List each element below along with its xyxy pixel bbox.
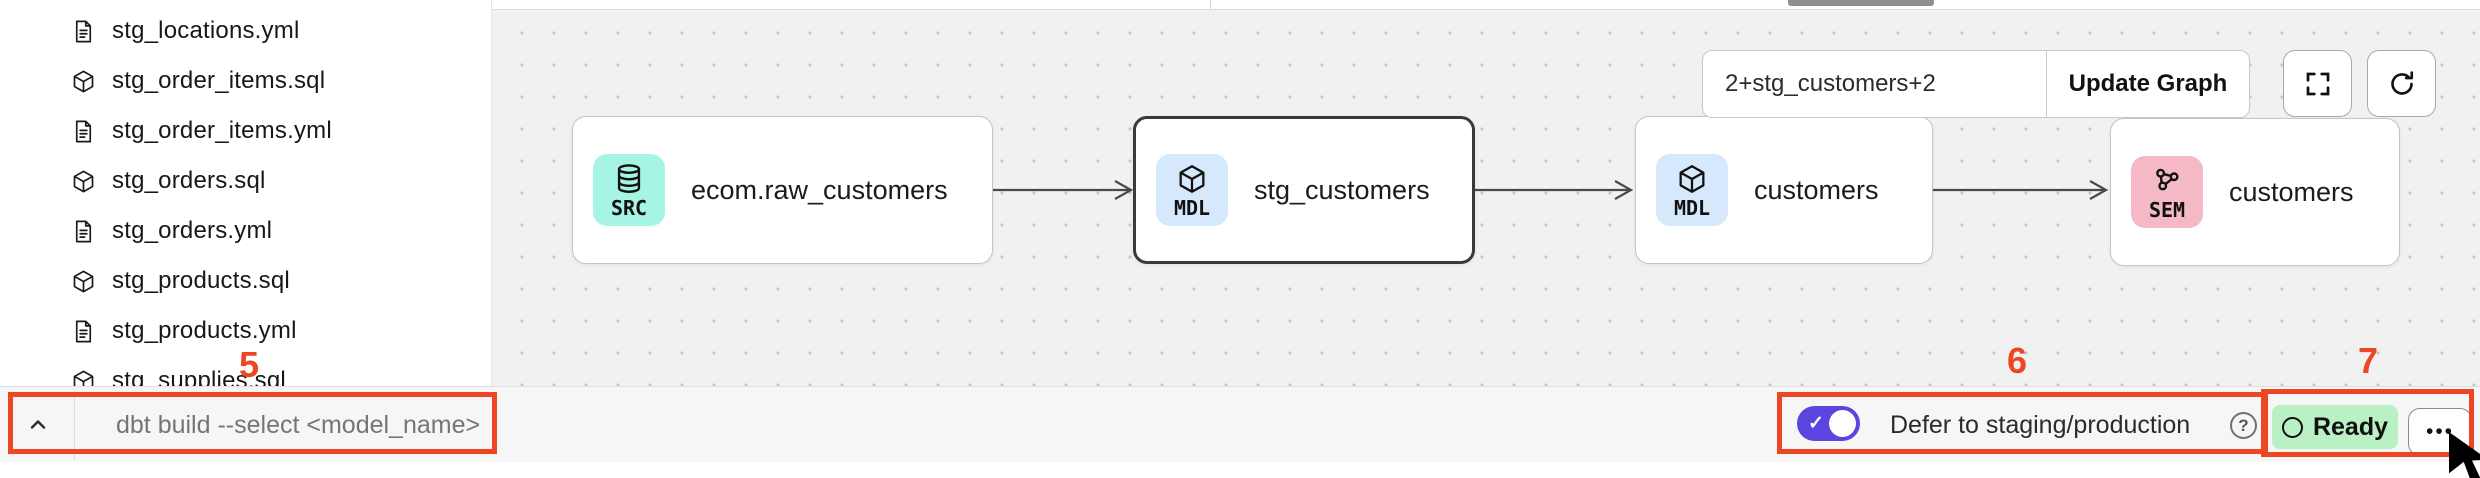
sidebar-item-stg-products-yml[interactable]: stg_products.yml: [0, 306, 491, 356]
arrowhead-icon: [1114, 180, 1134, 200]
sidebar-item-stg-locations-yml[interactable]: stg_locations.yml: [0, 6, 491, 56]
model-badge: MDL: [1656, 154, 1728, 226]
database-icon: [617, 163, 641, 193]
badge-type-label: MDL: [1673, 195, 1711, 220]
model-cube-icon: [1179, 164, 1205, 193]
model-cube-icon: [68, 266, 98, 296]
node-src-ecom-raw-customers[interactable]: SRC ecom.raw_customers: [572, 116, 993, 264]
document-icon: [68, 116, 98, 146]
arrowhead-icon: [1614, 180, 1634, 200]
dbt-command-input[interactable]: [100, 387, 1000, 463]
refresh-button[interactable]: [2367, 50, 2436, 117]
file-name: stg_order_items.yml: [112, 117, 332, 144]
node-mdl-stg-customers[interactable]: MDL stg_customers: [1133, 116, 1475, 264]
model-cube-icon: [68, 166, 98, 196]
horizontal-scrollbar-thumb[interactable]: [1788, 0, 1934, 6]
file-name: stg_orders.sql: [112, 167, 266, 194]
fullscreen-icon: [2306, 72, 2329, 95]
file-name: stg_order_items.sql: [112, 67, 326, 94]
badge-type-label: MDL: [1173, 195, 1211, 220]
node-label: stg_customers: [1254, 174, 1430, 205]
source-badge: SRC: [593, 154, 665, 226]
badge-type-label: SRC: [610, 195, 648, 220]
selector-input[interactable]: [1703, 51, 2046, 117]
node-label: ecom.raw_customers: [691, 174, 948, 205]
canvas-top-strip: [492, 0, 2480, 10]
node-label: customers: [1754, 174, 1879, 205]
file-name: stg_orders.yml: [112, 217, 273, 244]
semantic-badge: SEM: [2131, 156, 2203, 228]
expand-command-panel-button[interactable]: [16, 403, 60, 447]
help-icon[interactable]: ?: [2230, 412, 2257, 439]
graph-selector-box: Update Graph: [1702, 50, 2250, 118]
arrowhead-icon: [2089, 180, 2109, 200]
check-icon: ✓: [1808, 413, 1824, 434]
file-tree-sidebar: stg_locations.yml stg_order_items.sql st…: [0, 0, 492, 394]
file-name: stg_products.sql: [112, 267, 290, 294]
node-sem-customers[interactable]: SEM customers: [2110, 118, 2400, 266]
defer-toggle[interactable]: ✓: [1797, 406, 1860, 441]
lineage-edges: [993, 180, 2109, 200]
node-label: customers: [2229, 176, 2354, 207]
file-name: stg_locations.yml: [112, 17, 300, 44]
document-icon: [68, 16, 98, 46]
sidebar-item-stg-order-items-yml[interactable]: stg_order_items.yml: [0, 106, 491, 156]
chevron-up-icon: [30, 420, 46, 429]
bar-divider: [74, 390, 75, 460]
sidebar-item-stg-order-items-sql[interactable]: stg_order_items.sql: [0, 56, 491, 106]
command-status-bar: ✓ Defer to staging/production ? Ready ••…: [0, 386, 2480, 463]
semantic-model-icon: [2156, 168, 2179, 190]
node-mdl-customers[interactable]: MDL customers: [1635, 116, 1933, 264]
file-name: stg_products.yml: [112, 317, 297, 344]
status-circle-icon: [2281, 416, 2303, 438]
badge-type-label: SEM: [2148, 197, 2186, 222]
defer-label: Defer to staging/production: [1890, 411, 2191, 439]
document-icon: [68, 216, 98, 246]
selector-divider: [2046, 51, 2047, 117]
tab-divider: [1210, 0, 1211, 10]
model-cube-icon: [68, 66, 98, 96]
fullscreen-button[interactable]: [2283, 50, 2352, 117]
ready-label: Ready: [2312, 412, 2389, 441]
sidebar-item-stg-orders-yml[interactable]: stg_orders.yml: [0, 206, 491, 256]
sidebar-item-stg-orders-sql[interactable]: stg_orders.sql: [0, 156, 491, 206]
model-badge: MDL: [1156, 154, 1228, 226]
toggle-knob: [1829, 410, 1856, 437]
sidebar-item-stg-products-sql[interactable]: stg_products.sql: [0, 256, 491, 306]
refresh-icon: [2390, 70, 2413, 95]
document-icon: [68, 316, 98, 346]
model-cube-icon: [1679, 164, 1705, 193]
ready-status-button[interactable]: Ready: [2272, 405, 2398, 449]
update-graph-button[interactable]: Update Graph: [2047, 51, 2249, 117]
